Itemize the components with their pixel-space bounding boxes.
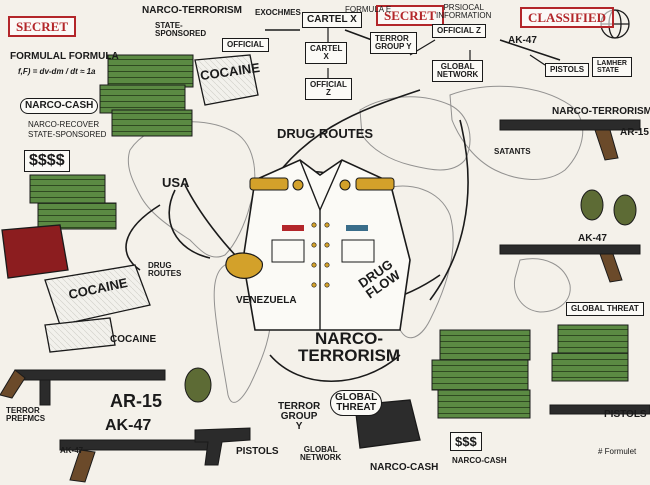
ak47-small-left-label: AK-47	[60, 446, 84, 455]
terror-group-y-center-label: TERROR GROUP Y	[278, 401, 321, 432]
official-z-right-box: OFFICIAL Z	[432, 24, 486, 38]
terror-prefmcs-label: TERROR PREFMCS	[6, 406, 46, 423]
pistol-icon	[194, 427, 251, 466]
formula-text: f,F) = dv-dm / dt ≈ 1a	[18, 67, 96, 76]
grenade-icon	[184, 189, 637, 403]
venezuela-label: VENEZUELA	[236, 295, 297, 306]
secret-stamp-mid: SECRET	[376, 5, 445, 26]
formula-note-label: # Formulet	[598, 447, 637, 456]
narco-terrorism-right-label: NARCO-TERRORISM	[552, 106, 650, 117]
narco-cash-left-bubble: NARCO-CASH	[20, 98, 99, 114]
formula-e-label: FORMULA E	[345, 5, 392, 14]
official-box: OFFICIAL	[222, 38, 269, 52]
cash-stack-icon	[29, 54, 629, 419]
cartel-x-mid-box: CARTEL X	[305, 42, 348, 64]
usa-label: USA	[162, 175, 190, 190]
drug-routes-left-label: DRUG ROUTES	[148, 261, 182, 278]
prsiocal-information-label: PRSIOCAL INFORMATION	[436, 3, 492, 20]
narco-terrorism-center-label: NARCO- TERRORISM	[298, 329, 400, 365]
venezuela-shape	[225, 252, 264, 279]
dollars-right-box: $$$	[450, 432, 482, 451]
military-jacket-icon	[242, 159, 411, 331]
narco-terrorism-top-label: NARCO-TERRORISM	[142, 5, 242, 16]
narco-recover-label: NARCO-RECOVER	[28, 120, 100, 129]
dollars-left-box: $$$$	[24, 150, 70, 172]
classified-stamp: CLASSIFIED	[520, 7, 615, 28]
ar15-right-label: AR-15	[620, 127, 649, 138]
satants-label: SATANTS	[494, 147, 531, 156]
cocaine-left-label: COCAINE	[110, 334, 157, 345]
state-sponsored-top-label: STATE- SPONSORED	[155, 21, 207, 38]
global-network-center-label: GLOBAL NETWORK	[300, 445, 342, 462]
narco-cash-center-label: NARCO-CASH	[370, 462, 439, 473]
cocaine-brick-icon	[1, 54, 421, 449]
terror-group-y-box: TERROR GROUP Y	[370, 32, 417, 54]
global-threat-center-bubble: GLOBAL THREAT	[330, 390, 383, 416]
pistols-center-label: PISTOLS	[236, 446, 279, 457]
pistols-right-label: PISTOLS	[604, 409, 647, 420]
official-z-left-box: OFFICIAL Z	[305, 78, 352, 100]
formulal-formula-label: FORMULAL FORMULA	[10, 51, 119, 62]
rifle-icon	[0, 119, 650, 483]
secret-stamp-left: SECRET	[8, 16, 77, 37]
ak47-right-label: AK-47	[578, 233, 607, 244]
global-threat-right-box: GLOBAL THREAT	[566, 302, 644, 316]
exochmes-label: EXOCHMES	[255, 8, 301, 17]
ar15-left-label: AR-15	[110, 391, 163, 411]
narco-cash-right-label: NARCO-CASH	[452, 456, 507, 465]
state-sponsored-left-label: STATE-SPONSORED	[28, 130, 107, 139]
ak47-top-label: AK-47	[508, 35, 537, 46]
pistols-top-box: PISTOLS	[545, 63, 590, 77]
ak47-left-label: AK-47	[105, 417, 152, 434]
lamher-state-box: LAMHER STATE	[592, 57, 632, 77]
cartel-x-top-box: CARTEL X	[302, 12, 362, 28]
global-network-top-box: GLOBAL NETWORK	[432, 60, 484, 82]
drug-routes-top-label: DRUG ROUTES	[277, 126, 374, 141]
